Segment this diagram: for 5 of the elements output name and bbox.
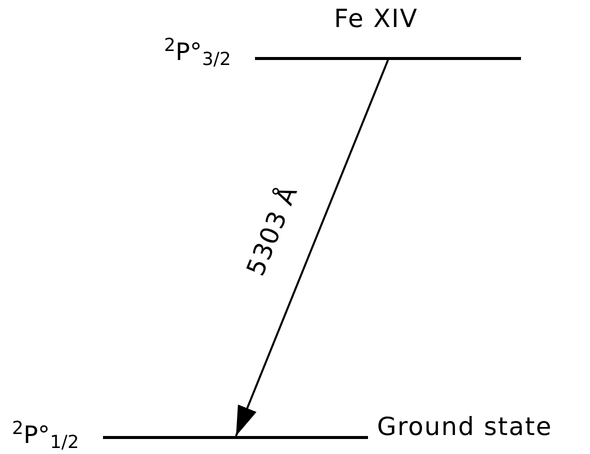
arrow bbox=[235, 60, 389, 436]
energy-level-line bbox=[103, 436, 368, 439]
energy-level-line bbox=[255, 57, 521, 60]
diagram-title: Fe XIV bbox=[334, 6, 418, 31]
level-label: Ground state bbox=[377, 414, 552, 439]
